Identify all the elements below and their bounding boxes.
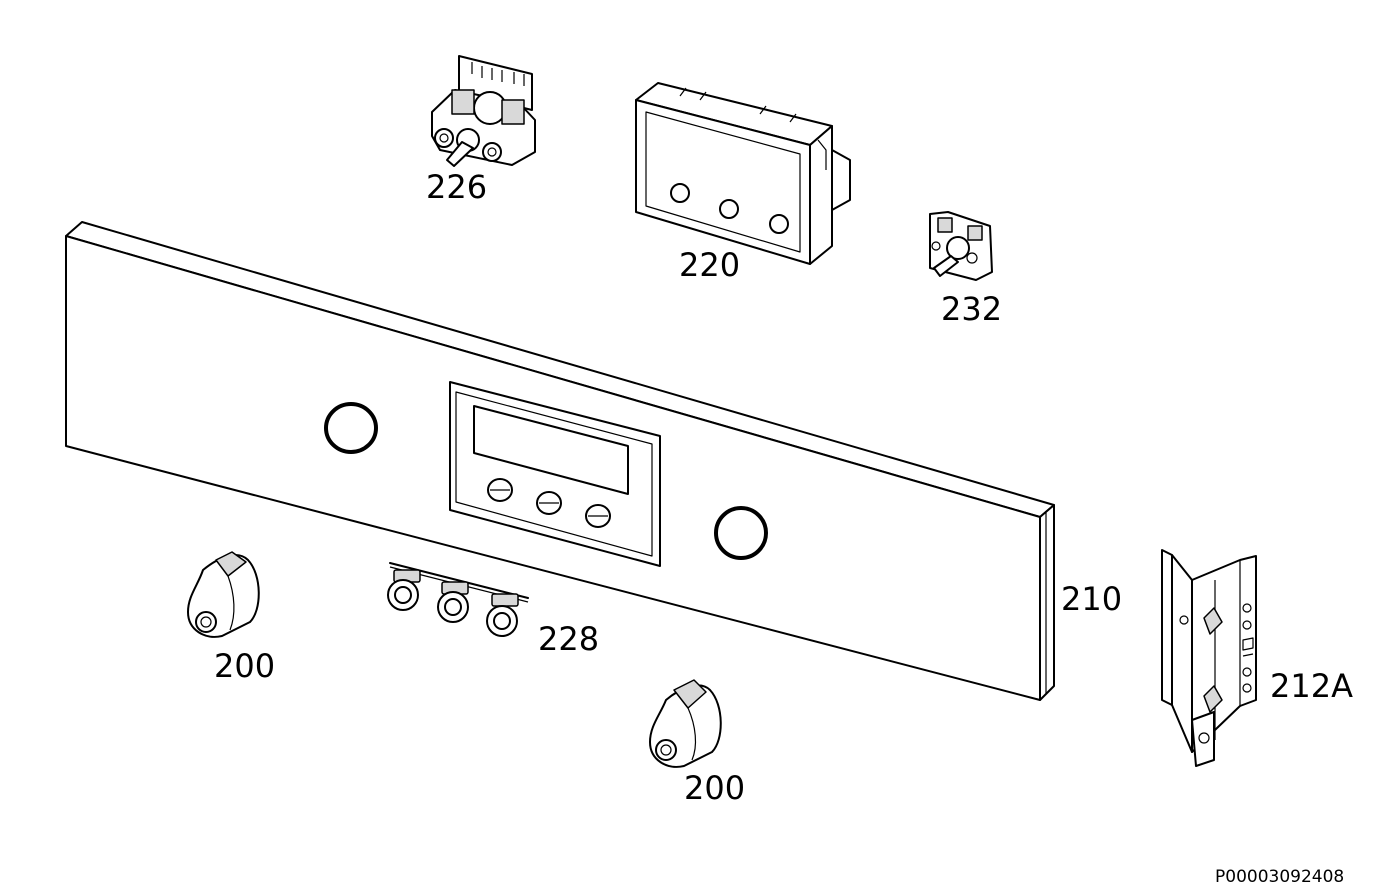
label-228: 228 (538, 620, 599, 658)
label-210: 210 (1061, 580, 1122, 618)
label-200-right: 200 (684, 769, 745, 807)
bracket-drawing (1161, 549, 1257, 767)
push-buttons-drawing (387, 562, 529, 637)
control-panel-drawing (65, 221, 1055, 701)
label-226: 226 (426, 168, 487, 206)
thermostat-drawing (929, 211, 993, 281)
knob-left-drawing (187, 551, 260, 638)
document-id: P00003092408 (1215, 867, 1344, 887)
knob-right-drawing (649, 679, 722, 768)
label-212a: 212A (1270, 667, 1353, 705)
label-232: 232 (941, 290, 1002, 328)
display-module-drawing (635, 82, 851, 265)
label-200-left: 200 (214, 647, 275, 685)
rotary-switch-drawing (431, 55, 536, 167)
label-220: 220 (679, 246, 740, 284)
